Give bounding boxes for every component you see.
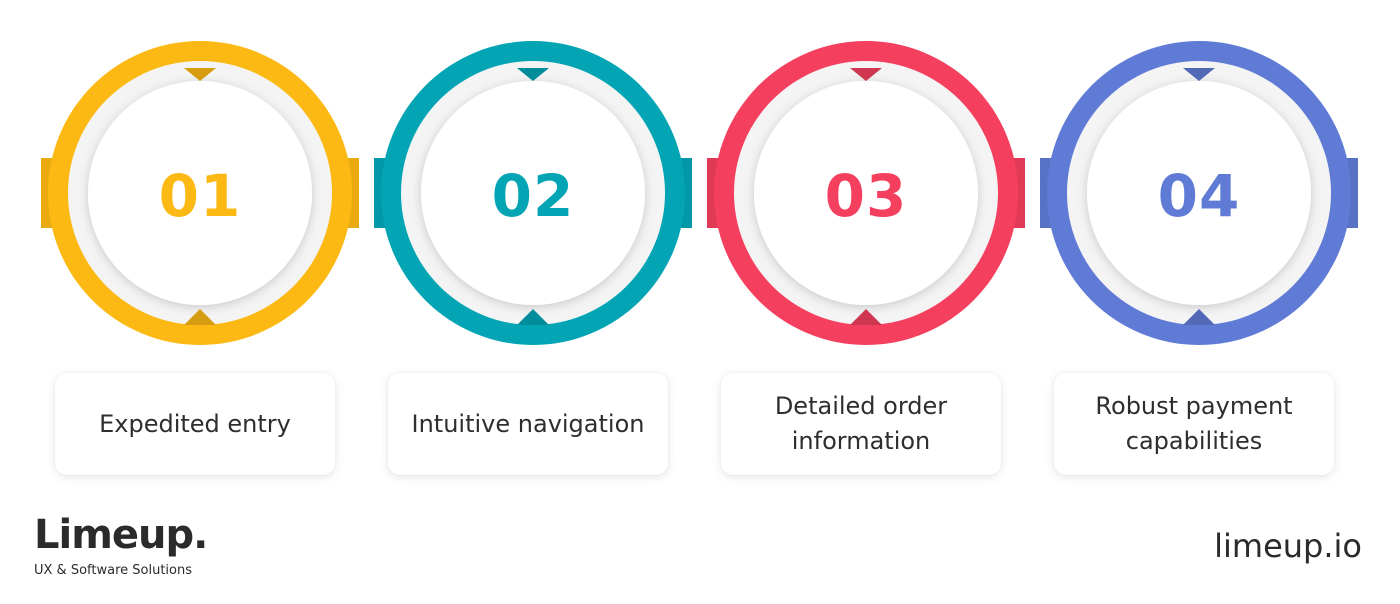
step-number: 04 (1157, 162, 1241, 230)
notch-top-icon (1183, 68, 1215, 81)
notch-bottom-icon (1183, 309, 1215, 325)
notch-top-icon (850, 68, 882, 81)
step-number: 01 (158, 162, 242, 230)
brand-tagline: UX & Software Solutions (34, 563, 192, 578)
step-label: Robust payment capabilities (1095, 392, 1293, 455)
step-number: 02 (491, 162, 575, 230)
brand-block: Limeup. UX & Software Solutions (34, 512, 208, 580)
step-label: Intuitive navigation (411, 409, 645, 438)
notch-bottom-icon (517, 309, 549, 325)
step-label-card: Expedited entry (55, 373, 335, 475)
step-label-card: Robust payment capabilities (1054, 373, 1334, 475)
notch-top-icon (184, 68, 216, 81)
site-url: limeup.io (1214, 527, 1362, 565)
step-number: 03 (824, 162, 908, 230)
step-label: Expedited entry (99, 409, 291, 438)
center-disc (754, 81, 978, 305)
step-label-card: Detailed order information (721, 373, 1001, 475)
brand-logo: Limeup. (34, 512, 208, 558)
step-ring (41, 41, 359, 345)
notch-top-icon (517, 68, 549, 81)
notch-bottom-icon (184, 309, 216, 325)
notch-bottom-icon (850, 309, 882, 325)
center-disc (1087, 81, 1311, 305)
center-disc (88, 81, 312, 305)
step-ring (707, 41, 1025, 345)
center-disc (421, 81, 645, 305)
step-ring (1040, 41, 1358, 345)
step-label-card: Intuitive navigation (388, 373, 668, 475)
step-ring (374, 41, 692, 345)
step-label: Detailed order information (774, 392, 948, 455)
